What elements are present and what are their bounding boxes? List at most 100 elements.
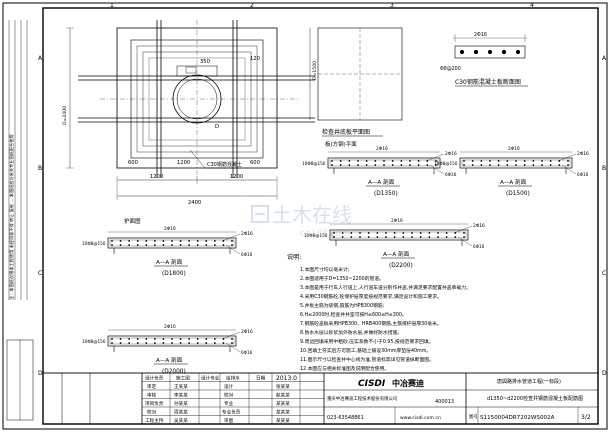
drawing-title: d1350~d2200检查井钢筋混凝土板配筋图: [487, 395, 583, 402]
beam-rebar-bottom-label: 10Φ8@150: [302, 161, 326, 166]
rebar-bottom-dot: [463, 236, 465, 238]
beam-stirrup-label: 6Φ16: [241, 252, 253, 257]
zone-letter-right-c: C: [602, 270, 606, 277]
rebar-top-dot: [367, 232, 370, 234]
watermark: 土木在线 co188.com: [251, 203, 352, 239]
rebar-bottom-dot: [213, 342, 216, 344]
beam-size-label: (D2200): [389, 263, 413, 269]
rebar-top-dot: [179, 240, 182, 242]
rebar-top-dot: [196, 240, 199, 242]
beam-rebar-top-right: 2Φ16: [241, 231, 253, 237]
zone-number-top-3: 3: [390, 2, 394, 9]
rebar-top-dot: [162, 338, 165, 340]
zone-letter-left-c: C: [38, 270, 42, 277]
rebar-bottom-dot: [128, 342, 131, 344]
tb-r2-c1: 审定: [147, 383, 157, 390]
rebar-top-dot: [136, 338, 139, 340]
tb-r5-c1: 校对: [147, 409, 157, 416]
rebar-bottom-dot: [567, 164, 569, 166]
rebar-top-dot: [128, 338, 131, 340]
rebar-bottom-dot: [489, 164, 491, 166]
rebar-top-dot: [497, 160, 500, 162]
rebar-bottom-dot: [222, 342, 225, 344]
rebar-bottom-dot: [445, 236, 448, 238]
rebar-bottom-dot: [350, 236, 353, 238]
rebar-bottom-dot: [171, 244, 173, 246]
beam-outline: [459, 157, 573, 169]
rebar-top-dot: [119, 338, 122, 340]
beam-rebar-top-label: 2Φ16: [376, 146, 388, 152]
rebar-top-dot: [480, 160, 483, 162]
rebar-top-dot: [162, 240, 165, 242]
beam-rebar-bottom-label: 10Φ8@150: [82, 241, 106, 246]
rebar-bottom-dot: [222, 244, 225, 246]
beam-outline: [329, 229, 469, 241]
rebar-bottom-dot: [179, 244, 182, 246]
rebar-bottom-dot: [205, 342, 208, 344]
plan-dim-d1500: D=1500: [312, 61, 318, 80]
rebar-bottom-dot: [411, 236, 413, 238]
rebar-bottom-dot: [409, 164, 411, 166]
rebar-top-dot: [391, 160, 394, 162]
rebar-bottom-dot: [376, 236, 379, 238]
tb-r1-c5: 日期: [256, 376, 266, 382]
rebar-top-dot: [205, 240, 208, 242]
rebar-bottom-dot: [348, 164, 351, 166]
zone-number-top-2: 2: [250, 2, 254, 9]
rebar-top-dot: [111, 240, 113, 242]
rebar-bottom-dot: [480, 164, 483, 166]
drawing-no: S1150004DR7202WS002A: [480, 415, 555, 421]
note-line-2: 2.本图适用于D=1350~2200的管道。: [300, 275, 384, 282]
rebar-top-dot: [463, 232, 465, 234]
rebar-bottom-dot: [435, 164, 437, 166]
rebar-bottom-dot: [213, 244, 216, 246]
rebar-bottom-dot: [391, 164, 394, 166]
watermark-url: co188.com: [300, 229, 350, 239]
rebar-bottom-dot: [171, 342, 173, 344]
leader-top: [221, 233, 241, 242]
leader-bottom: [457, 236, 473, 247]
leader-bottom: [429, 164, 445, 175]
rebar-top-dot: [385, 232, 387, 234]
frame-zone-labels: A B C D A B C D 1 2 3 4: [38, 2, 607, 377]
rebar-top-dot: [348, 160, 351, 162]
note-line-7: 7.钢筋砼盖板采用HPB300、HRB400钢筋,主筋保护层厚30毫米。: [300, 320, 442, 327]
rebar-top-dot: [506, 160, 509, 162]
rebar-top-dot: [339, 160, 342, 162]
leader-top: [557, 153, 577, 162]
beam-stirrup-label: 6Φ16: [241, 350, 253, 355]
company-cn: 中冶赛迪: [392, 378, 424, 388]
plan-view: [66, 20, 315, 200]
tb-r1-c6: 2013.0: [276, 375, 297, 382]
beam-stirrup-line: [109, 337, 235, 345]
rebar-bottom-dot: [341, 236, 344, 238]
c30-rebar-label: 2Φ16: [474, 32, 487, 38]
note-line-6: 6.H≤2000时,检查井井室可按H≤600≤H≤300。: [300, 311, 407, 318]
rebar-bottom-dot: [136, 342, 139, 344]
rebar-bottom-dot: [357, 164, 359, 166]
rebar-top-dot: [567, 160, 569, 162]
rebar-bottom-dot: [532, 164, 535, 166]
title-block: [42, 372, 599, 425]
rebar-bottom-dot: [128, 244, 131, 246]
rebar-top-dot: [213, 338, 216, 340]
rebar-top-dot: [171, 338, 173, 340]
beam-rebar-bottom-label: 10Φ8@150: [82, 339, 106, 344]
zone-letter-right-b: B: [602, 165, 606, 172]
sheet-no: 3/2: [581, 414, 591, 421]
zone-letter-left-d: D: [38, 370, 43, 377]
rebar-bottom-dot: [393, 236, 396, 238]
rebar-top-dot: [376, 232, 379, 234]
leader-bottom: [561, 164, 577, 175]
plan-dim-1200-right: 1200: [230, 174, 243, 180]
tb-r6-c3: 审图: [224, 417, 234, 424]
rebar-top-dot: [402, 232, 405, 234]
rebar-top-dot: [393, 232, 396, 234]
rebar-bottom-dot: [374, 164, 377, 166]
rebar-top-dot: [374, 160, 377, 162]
rebar-top-dot: [437, 232, 439, 234]
tb-r4-c4: 某某某: [276, 401, 290, 407]
zone-letter-right-d: D: [602, 370, 607, 377]
